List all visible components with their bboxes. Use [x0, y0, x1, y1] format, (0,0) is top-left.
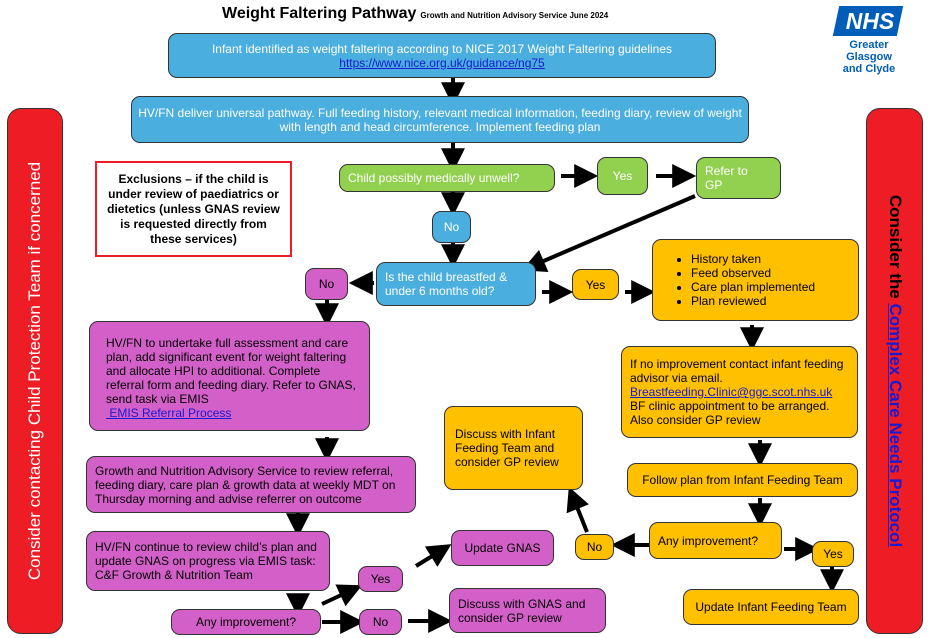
arrow-no-discussift: [566, 486, 589, 533]
nhs-region: Greater Glasgow and Clyde: [842, 39, 896, 75]
unwell-yes: Yes: [597, 157, 648, 195]
page-subtitle: Growth and Nutrition Advisory Service Ju…: [420, 11, 609, 20]
bf-action-item: Feed observed: [691, 266, 850, 280]
unwell-question: Child possibly medically unwell?: [339, 164, 555, 192]
bf-action-item: Plan reviewed: [691, 294, 850, 308]
bf-action-item: Care plan implemented: [691, 280, 850, 294]
bf-actions-list: History taken Feed observed Care plan im…: [673, 252, 850, 308]
bf-improve-yes: Yes: [812, 541, 854, 567]
any-improvement-bf: Any improvement?: [649, 522, 782, 559]
arrow-yes-updategnas: [414, 544, 452, 568]
identified-text: Infant identified as weight faltering ac…: [211, 41, 673, 56]
bf-actions-box: History taken Feed observed Care plan im…: [652, 239, 859, 321]
nhs-brand: NHS: [845, 8, 895, 34]
no-improvement-followup: BF clinic appointment to be arranged. Al…: [630, 399, 830, 427]
nhs-logo: NHS Greater Glasgow and Clyde: [826, 6, 912, 75]
full-assessment-text: HV/FN to undertake full assessment and c…: [106, 336, 356, 406]
child-protection-bar: Consider contacting Child Protection Tea…: [7, 108, 63, 634]
update-gnas-box: Update GNAS: [451, 530, 554, 566]
bf-yes: Yes: [572, 269, 619, 300]
no-improvement-text: If no improvement contact infant feeding…: [630, 357, 844, 385]
identified-box: Infant identified as weight faltering ac…: [168, 33, 716, 78]
gnas-review-box: Growth and Nutrition Advisory Service to…: [86, 456, 416, 513]
gnas-yes: Yes: [358, 566, 403, 592]
nice-link[interactable]: https://www.nice.org.uk/guidance/ng75: [339, 55, 545, 70]
any-improvement-gnas: Any improvement?: [171, 609, 321, 635]
breastfed-question: Is the child breastfed & under 6 months …: [376, 262, 536, 306]
unwell-no: No: [432, 211, 471, 243]
bf-no: No: [305, 268, 348, 300]
update-ift-box: Update Infant Feeding Team: [683, 589, 859, 625]
bf-clinic-email-link[interactable]: Breastfeeding.Clinic@ggc.scot.nhs.uk: [630, 385, 833, 399]
refer-gp-box: Refer to GP: [696, 157, 781, 199]
gnas-no: No: [359, 609, 402, 635]
no-improvement-box: If no improvement contact infant feeding…: [621, 346, 858, 438]
complex-care-bar: Consider the Complex Care Needs Protocol: [866, 108, 923, 634]
arrow-gp-breastfed: [521, 194, 696, 272]
discuss-ift-box: Discuss with Infant Feeding Team and con…: [444, 406, 583, 490]
arrow-any-yes-gnas: [321, 584, 363, 607]
bf-action-item: History taken: [691, 252, 850, 266]
exclusions-box: Exclusions – if the child is under revie…: [95, 161, 292, 257]
emis-referral-link[interactable]: EMIS Referral Process: [106, 406, 232, 420]
continue-review-box: HV/FN continue to review child’s plan an…: [86, 531, 330, 591]
bf-improve-no: No: [575, 534, 614, 560]
full-assessment-box: HV/FN to undertake full assessment and c…: [89, 321, 370, 431]
discuss-gnas-box: Discuss with GNAS and consider GP review: [449, 588, 606, 633]
follow-plan-box: Follow plan from Infant Feeding Team: [627, 463, 858, 497]
title-text: Weight Faltering Pathway: [222, 5, 417, 22]
universal-pathway-box: HV/FN deliver universal pathway. Full fe…: [131, 96, 749, 143]
